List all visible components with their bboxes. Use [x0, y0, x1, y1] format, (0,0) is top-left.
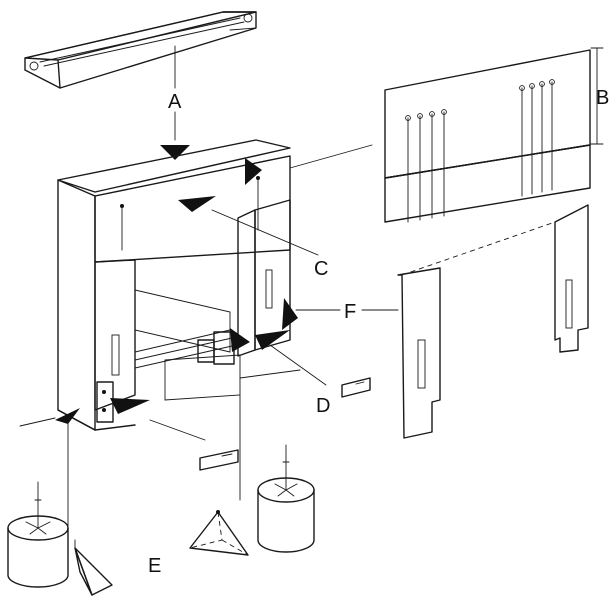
top-rail-part	[24, 11, 257, 89]
callout-c-label: C	[314, 258, 328, 280]
plate-lower	[199, 449, 239, 471]
arrow-a-icon	[160, 145, 190, 160]
arrow-left-post-icon	[110, 398, 150, 414]
flap-alignment-dashed-line	[401, 221, 556, 276]
side-flap-right-f	[554, 204, 589, 353]
callout-f-label: F	[344, 301, 356, 323]
top-flap-panel-b	[384, 49, 591, 223]
callout-b-label: B	[596, 87, 609, 109]
arrow-d-icon	[255, 330, 290, 350]
plate-d	[341, 377, 371, 398]
arrow-bottom-left-icon	[55, 408, 80, 424]
weight-cylinder-right	[257, 444, 315, 553]
pyramid-center	[189, 510, 249, 556]
callout-a-label: A	[168, 91, 182, 113]
pyramid-left	[74, 539, 113, 596]
callout-d-label: D	[316, 395, 330, 417]
arrow-top-icon	[245, 158, 262, 185]
arrow-f-icon	[282, 298, 298, 330]
arrow-right-post-icon	[230, 328, 250, 352]
callout-e-label: E	[148, 555, 161, 577]
side-flap-left-f	[397, 267, 441, 439]
frame-assembly	[57, 139, 301, 501]
arrow-c-icon	[178, 196, 216, 212]
weight-cylinder-left	[7, 481, 69, 588]
